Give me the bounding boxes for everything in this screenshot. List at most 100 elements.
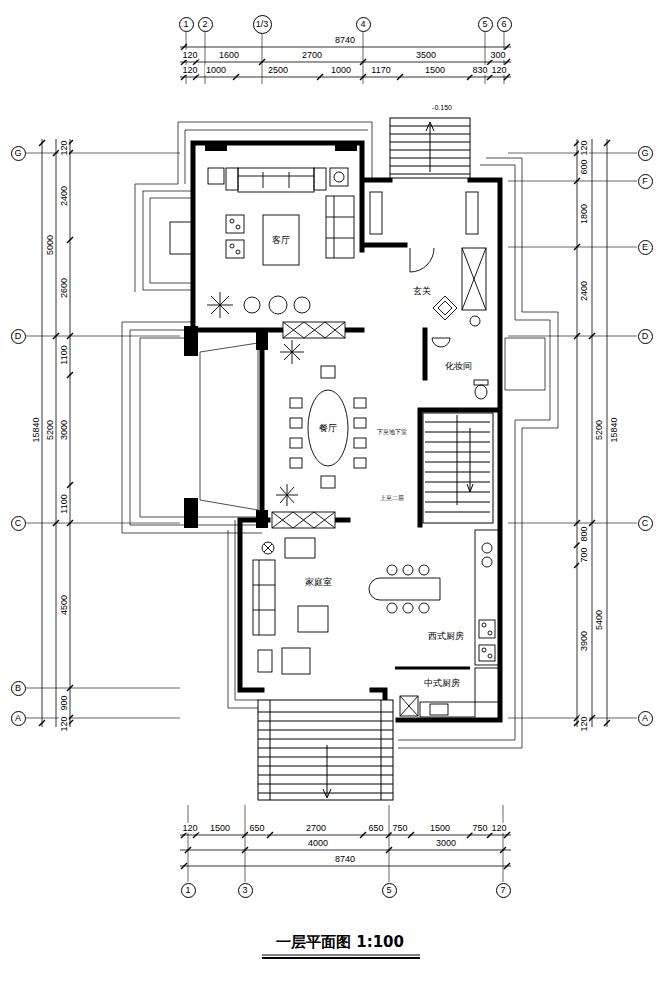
plan-stroke [321, 366, 335, 378]
plan-note: 下至地下室 [376, 429, 408, 436]
plan-stroke [505, 338, 545, 390]
plan-stroke [354, 398, 366, 408]
plan-stroke [475, 530, 500, 665]
node-text: 家庭室 [305, 577, 332, 588]
axis-line [508, 181, 637, 182]
plan-stroke [262, 542, 274, 554]
plan-stroke [272, 512, 335, 528]
plan-stroke [276, 484, 298, 506]
dimension-text: 5200 [594, 419, 604, 441]
axis-line [389, 805, 390, 882]
plan-stroke [403, 603, 413, 613]
dimension-tick [604, 720, 610, 726]
dimension-text: 4500 [59, 594, 69, 616]
dimension-text: 120 [181, 50, 198, 60]
dimension-text: 5200 [45, 419, 55, 441]
dimension-tick [267, 832, 273, 838]
plan-stroke [258, 650, 272, 672]
plan-stroke [390, 118, 470, 178]
plan-stroke [285, 538, 315, 558]
plan-stroke [180, 47, 511, 77]
plan-stroke [238, 172, 314, 188]
axis-line [245, 805, 246, 882]
plan-stroke [400, 696, 418, 716]
axis-bubble: 7 [496, 883, 511, 898]
dimension-text: 1800 [579, 203, 589, 225]
dimension-text: 2500 [267, 65, 289, 75]
axis-line [508, 523, 637, 524]
plan-stroke [420, 702, 475, 717]
node-text: A [15, 714, 21, 723]
axis-bubble: 3 [238, 883, 253, 898]
dimension-tick [408, 832, 414, 838]
plan-stroke [410, 248, 434, 272]
dimension-text: 3500 [415, 50, 437, 60]
plan-stroke [143, 191, 193, 290]
dimension-text: 1600 [218, 50, 240, 60]
plan-stroke [236, 225, 240, 229]
plan-stroke [262, 955, 420, 956]
dimension-text: 2700 [301, 50, 323, 60]
node-text: F [642, 177, 648, 186]
axis-bubble: 2 [198, 17, 213, 32]
plan-stroke [470, 316, 480, 326]
node-text: G [14, 149, 21, 158]
axis-line [508, 247, 637, 248]
axis-bubble: G [11, 146, 26, 161]
node-text: 3 [242, 886, 247, 895]
dimension-text: 15840 [31, 416, 41, 443]
axis-line [508, 336, 637, 337]
plan-stroke [488, 654, 492, 658]
node-text: D [15, 332, 22, 341]
plan-stroke [253, 560, 275, 635]
dimension-tick [317, 74, 323, 80]
dimension-text: 300 [489, 50, 506, 60]
axis-bubble: D [11, 329, 26, 344]
plan-stroke [433, 296, 457, 320]
dimension-text: 3900 [579, 630, 589, 652]
axis-bubble: C [638, 516, 653, 531]
drawing-title: 一层平面图 1:100 [274, 933, 406, 952]
plan-stroke [228, 520, 258, 708]
axis-bubble: F [638, 174, 653, 189]
dimension-tick [604, 140, 610, 146]
plan-stroke [140, 338, 262, 517]
title-underline [262, 955, 420, 958]
node-text: 中式厨房 [424, 678, 460, 689]
plan-stroke [280, 340, 304, 364]
node-text: 1 [185, 886, 190, 895]
plan-stroke [438, 301, 452, 315]
node-text: 5 [482, 20, 487, 29]
plan-stroke [178, 122, 372, 184]
plan-stroke [256, 330, 268, 350]
dimension-text: 3000 [435, 838, 457, 848]
plan-stroke [482, 648, 486, 652]
dimension-text: 2600 [59, 277, 69, 299]
plan-stroke [308, 390, 348, 466]
node-text: 1/3 [256, 20, 269, 29]
furniture [170, 168, 500, 717]
dimension-text: 1170 [370, 65, 391, 75]
dimension-text: 120 [579, 139, 589, 156]
plan-stroke [238, 168, 314, 192]
axis-line [262, 32, 263, 84]
plan-stroke [130, 330, 262, 525]
axis-line [508, 718, 637, 719]
plan-stroke [387, 565, 397, 575]
plan-stroke [258, 700, 393, 800]
plan-stroke [462, 248, 486, 310]
dimension-text: 1500 [209, 823, 231, 833]
plan-stroke [432, 338, 450, 347]
plan-stroke [330, 168, 348, 186]
axis-bubble: 6 [497, 17, 512, 32]
plan-stroke [290, 398, 302, 408]
plan-stroke [207, 292, 233, 318]
plan-stroke [387, 603, 397, 613]
plan-stroke [354, 458, 366, 468]
plan-stroke [326, 196, 354, 258]
axis-bubble: A [11, 711, 26, 726]
plan-stroke [226, 168, 238, 190]
